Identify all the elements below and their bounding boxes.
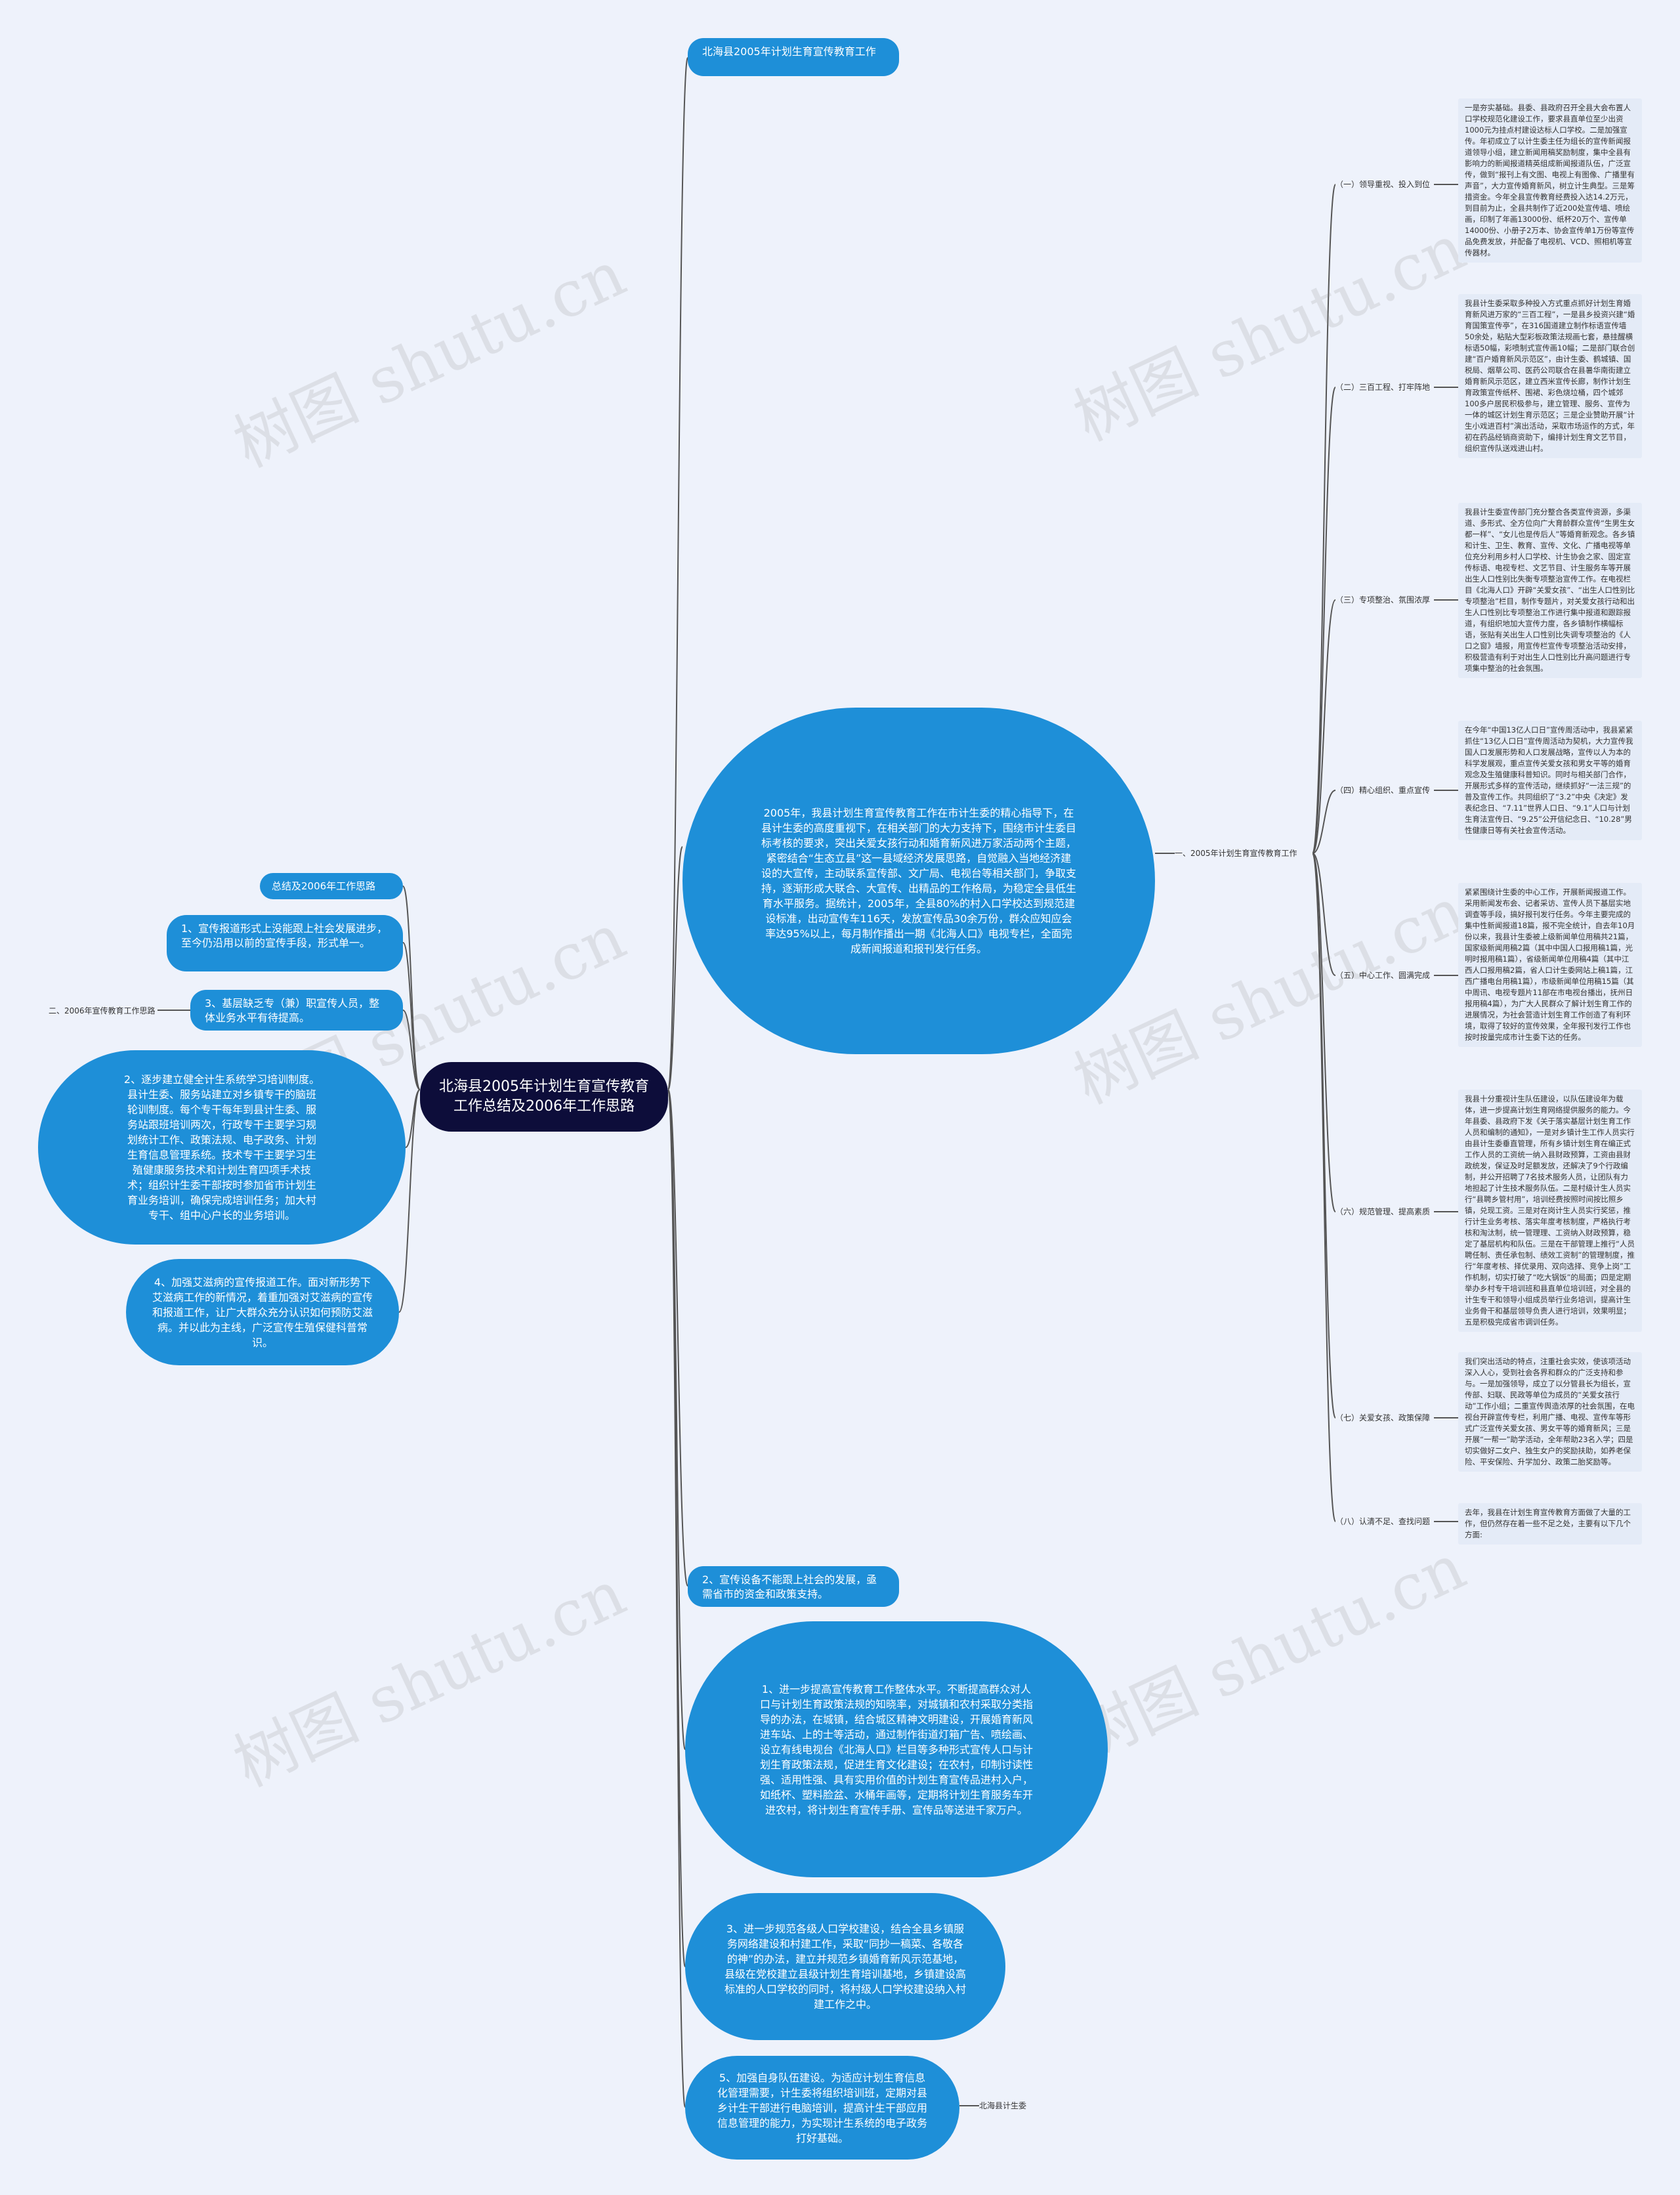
plan-3-text: 3、进一步规范各级人口学校建设，结合全县乡镇服务网络建设和村建工作，采取“同抄一… [724, 1923, 967, 2011]
section2-label[interactable]: 二、2006年宣传教育工作思路 [49, 1006, 156, 1015]
section1-item-label-4[interactable]: （四）精心组织、重点宣传 [1335, 786, 1431, 795]
link-root-problem2 [667, 1089, 688, 1587]
link-root-2005-title [667, 57, 688, 1090]
problem-3-text: 3、基层缺乏专（兼）职宣传人员，整体业务水平有待提高。 [205, 997, 380, 1024]
plan-4-bubble[interactable]: 4、加强艾滋病的宣传报道工作。面对新形势下艾滋病工作的新情况，着重加强对艾滋病的… [126, 1259, 399, 1365]
section1-item-label-7[interactable]: （七）关爱女孩、政策保障 [1335, 1413, 1431, 1422]
plan-2-bubble[interactable]: 2、逐步建立健全计生系统学习培训制度。县计生委、服务站建立对乡镇专干的脑班轮训制… [38, 1050, 406, 1245]
plan-3-bubble[interactable]: 3、进一步规范各级人口学校建设，结合全县乡镇服务网络建设和村建工作，采取“同抄一… [685, 1893, 1005, 2040]
section1-item-label-6[interactable]: （六）规范管理、提高素质 [1335, 1207, 1431, 1216]
link-root-plan4 [398, 1089, 421, 1313]
section1-item-text-1: 一是夯实基础。县委、县政府召开全县大会布置人口学校规范化建设工作，要求县直单位至… [1458, 98, 1642, 263]
problem-1-text: 1、宣传报道形式上没能跟上社会发展进步，至今仍沿用以前的宣传手段，形式单一。 [181, 922, 388, 949]
section1-item-label-5[interactable]: （五）中心工作、圆满完成 [1335, 971, 1431, 980]
section1-item-text-3: 我县计生委宣传部门充分整合各类宣传资源，多渠道、多形式、全方位向广大育龄群众宣传… [1458, 503, 1642, 678]
section1-item-text-6: 我县十分重视计生队伍建设，以队伍建设年为载体，进一步提高计划生育网络提供服务的能… [1458, 1090, 1642, 1332]
link-section1-item-3 [1312, 599, 1336, 854]
section1-item-text-7: 我们突出活动的特点，注重社会实效，使该项活动深入人心，受到社会各界和群众的广泛支… [1458, 1352, 1642, 1472]
section1-item-text-5: 紧紧围绕计生委的中心工作，开展新闻报道工作。采用新闻发布会、记者采访、宣传人员下… [1458, 883, 1642, 1047]
section1-item-text-8: 去年，我县在计划生育宣传教育方面做了大量的工作，但仍然存在着一些不足之处，主要有… [1458, 1503, 1642, 1545]
plan-2-text: 2、逐步建立健全计生系统学习培训制度。县计生委、服务站建立对乡镇专干的脑班轮训制… [123, 1073, 320, 1222]
branch-2005-title-text: 北海县2005年计划生育宣传教育工作 [702, 45, 876, 58]
summary-2006-text: 总结及2006年工作思路 [272, 880, 376, 892]
link-section1-item-4 [1312, 790, 1336, 854]
footer-label[interactable]: 北海县计生委 [979, 2101, 1027, 2110]
section1-label[interactable]: 一、2005年计划生育宣传教育工作 [1175, 849, 1297, 858]
link-root-plan5 [667, 1089, 686, 2108]
problem-1-pill[interactable]: 1、宣传报道形式上没能跟上社会发展进步，至今仍沿用以前的宣传手段，形式单一。 [167, 915, 403, 971]
root-title: 北海县2005年计划生育宣传教育工作总结及2006年工作思路 [439, 1078, 649, 1115]
plan-1-text: 1、进一步提高宣传教育工作整体水平。不断提高群众对人口与计划生育政策法规的知晓率… [759, 1682, 1033, 1816]
summary-2005-text: 2005年，我县计划生育宣传教育工作在市计生委的精心指导下，在县计生委的高度重视… [761, 807, 1077, 955]
link-root-summary [667, 846, 683, 1090]
link-section1-item-6 [1312, 853, 1336, 1212]
branch-2005-title[interactable]: 北海县2005年计划生育宣传教育工作 [688, 38, 899, 76]
link-section1-item-1 [1312, 184, 1336, 854]
plan-5-bubble[interactable]: 5、加强自身队伍建设。为适应计划生育信息化管理需要，计生委将组织培训班，定期对县… [685, 2056, 959, 2160]
section1-item-label-1[interactable]: （一）领导重视、投入到位 [1335, 180, 1431, 189]
section1-item-text-2: 我县计生委采取多种投入方式重点抓好计划生育婚育新风进万家的“三百工程”，一是县乡… [1458, 294, 1642, 458]
section1-item-label-2[interactable]: （二）三百工程、打牢阵地 [1335, 383, 1431, 392]
section1-item-label-3[interactable]: （三）专项整治、氛围浓厚 [1335, 595, 1431, 605]
link-root-problem1 [402, 942, 421, 1090]
plan-5-text: 5、加强自身队伍建设。为适应计划生育信息化管理需要，计生委将组织培训班，定期对县… [717, 2071, 927, 2144]
root-topic[interactable]: 北海县2005年计划生育宣传教育工作总结及2006年工作思路 [420, 1062, 668, 1132]
link-section1-item-7 [1312, 853, 1336, 1418]
problem-2-pill[interactable]: 2、宣传设备不能跟上社会的发展，亟需省市的资金和政策支持。 [688, 1566, 899, 1607]
plan-1-bubble[interactable]: 1、进一步提高宣传教育工作整体水平。不断提高群众对人口与计划生育政策法规的知晓率… [685, 1621, 1108, 1877]
problem-3-pill[interactable]: 3、基层缺乏专（兼）职宣传人员，整体业务水平有待提高。 [190, 990, 403, 1031]
plan-4-text: 4、加强艾滋病的宣传报道工作。面对新形势下艾滋病工作的新情况，着重加强对艾滋病的… [152, 1275, 373, 1349]
summary-2006-pill[interactable]: 总结及2006年工作思路 [260, 873, 403, 899]
problem-2-text: 2、宣传设备不能跟上社会的发展，亟需省市的资金和政策支持。 [702, 1573, 877, 1600]
link-root-problem3 [402, 1010, 421, 1090]
link-section1-item-2 [1312, 387, 1336, 854]
link-section1-item-8 [1312, 853, 1336, 1522]
section1-item-text-4: 在今年“中国13亿人口日”宣传周活动中，我县紧紧抓住“13亿人口日”宣传周活动为… [1458, 721, 1642, 840]
link-section1-item-5 [1312, 853, 1336, 976]
section1-item-label-8[interactable]: （八）认清不足、查找问题 [1335, 1517, 1431, 1526]
link-root-summary2006 [402, 885, 421, 1090]
summary-2005-bubble[interactable]: 2005年，我县计划生育宣传教育工作在市计生委的精心指导下，在县计生委的高度重视… [682, 708, 1155, 1054]
